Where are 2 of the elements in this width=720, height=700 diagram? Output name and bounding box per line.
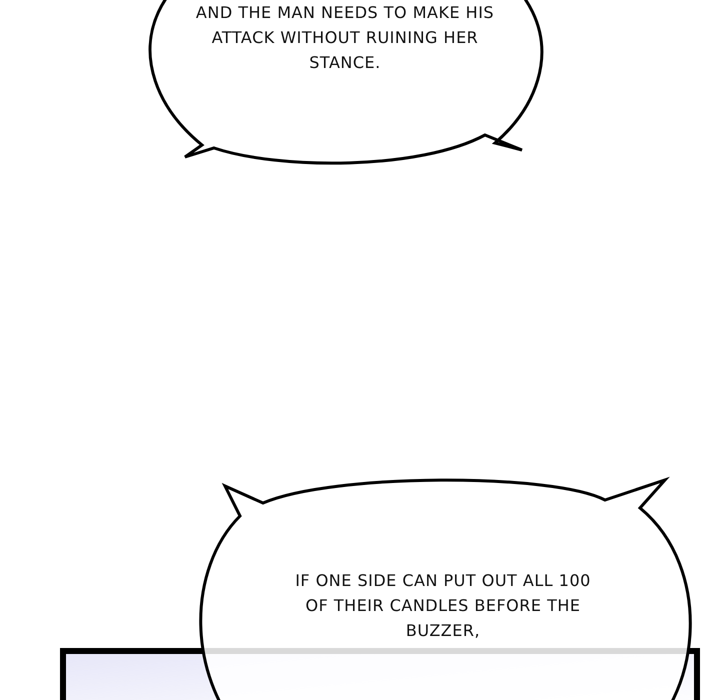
dialogue-text: AND THE MAN NEEDS TO MAKE HIS ATTACK WITHOUT RUINING HER STANCE. [194,2,496,74]
dialogue-text: IF ONE SIDE CAN PUT OUT ALL 100 OF THEIR CANDLES BEFORE THE BUZZER, [294,570,592,642]
